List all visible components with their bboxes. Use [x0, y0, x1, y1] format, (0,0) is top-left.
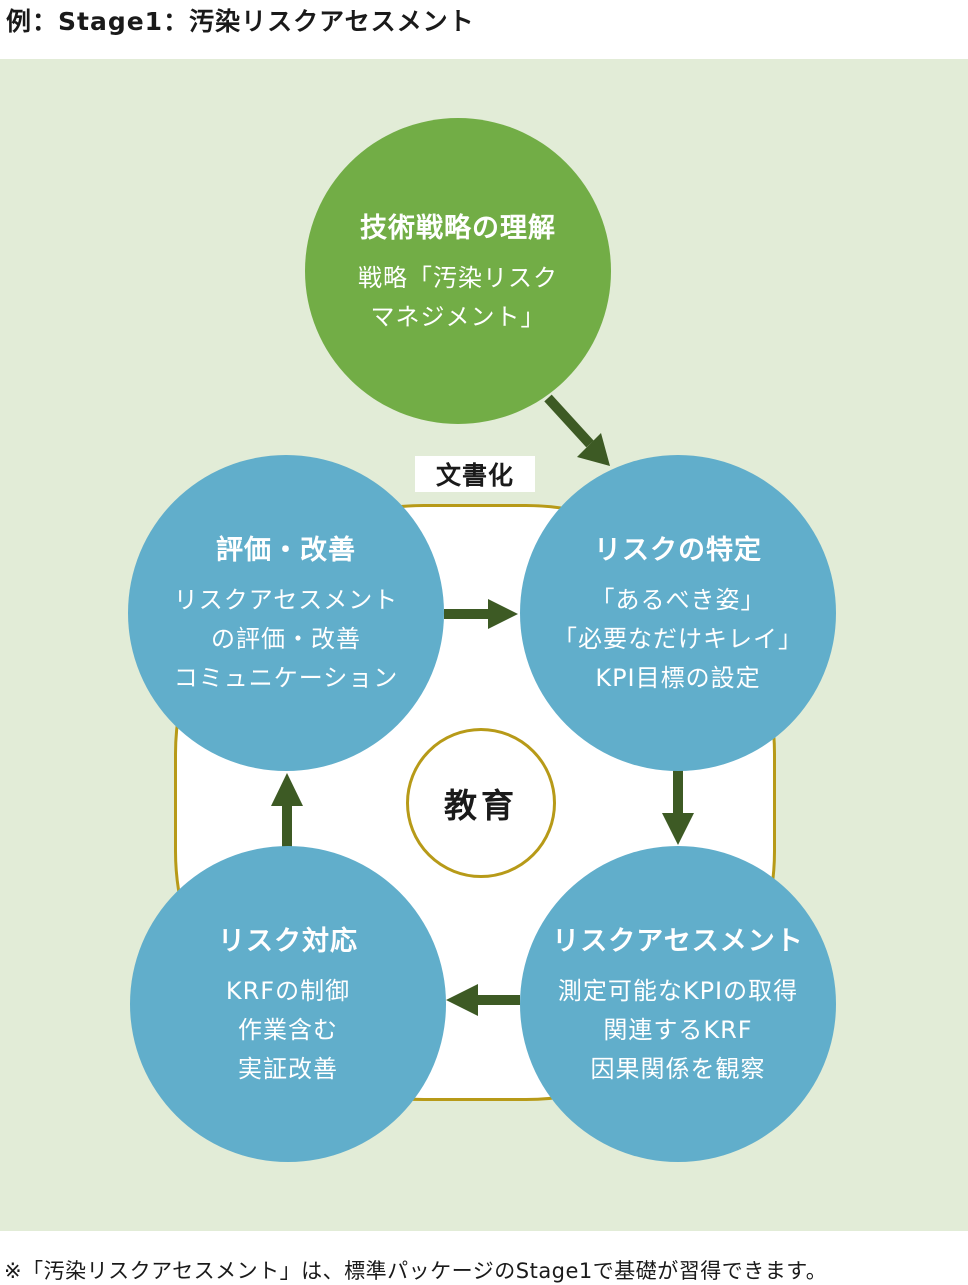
center-circle-education: 教育 — [406, 728, 556, 878]
center-label: 教育 — [444, 786, 518, 825]
arrow-evaluate-to-identify — [444, 599, 518, 629]
node-line: リスクアセスメント — [173, 586, 399, 614]
node-line: 「必要なだけキレイ」 — [553, 625, 803, 653]
node-title: 評価・改善 — [216, 535, 356, 566]
node-line: の評価・改善 — [211, 625, 361, 653]
node-line: 測定可能なKPIの取得 — [557, 977, 799, 1005]
node-tech-strategy: 技術戦略の理解 戦略「汚染リスク マネジメント」 — [305, 118, 611, 424]
arrow-strategy-to-identify — [544, 394, 610, 466]
node-evaluate-improve: 評価・改善 リスクアセスメント の評価・改善 コミュニケーション — [128, 455, 444, 771]
node-line: マネジメント」 — [370, 302, 546, 331]
node-line: 「あるべき姿」 — [590, 586, 766, 614]
arrow-identify-to-assess — [662, 770, 694, 845]
node-title: リスク対応 — [218, 926, 358, 957]
node-line: 作業含む — [238, 1016, 338, 1044]
node-risk-identify: リスクの特定 「あるべき姿」 「必要なだけキレイ」 KPI目標の設定 — [520, 455, 836, 771]
node-line: 実証改善 — [238, 1055, 338, 1083]
node-line: 戦略「汚染リスク — [358, 263, 558, 292]
arrow-respond-to-evaluate — [271, 773, 303, 848]
node-risk-assessment: リスクアセスメント 測定可能なKPIの取得 関連するKRF 因果関係を観察 — [520, 846, 836, 1162]
node-risk-response: リスク対応 KRFの制御 作業含む 実証改善 — [130, 846, 446, 1162]
footnote: ※「汚染リスクアセスメント」は、標準パッケージのStage1で基礎が習得できます… — [4, 1259, 828, 1283]
node-title: リスクの特定 — [594, 535, 762, 566]
page-title: 例：Stage1：汚染リスクアセスメント — [6, 7, 475, 36]
ring-label-documentation: 文書化 — [415, 456, 535, 492]
node-title: リスクアセスメント — [552, 926, 804, 957]
node-line: 関連するKRF — [603, 1016, 753, 1044]
node-title: 技術戦略の理解 — [360, 212, 556, 244]
node-line: KPI目標の設定 — [595, 664, 761, 692]
arrow-assess-to-respond — [446, 984, 520, 1016]
node-line: 因果関係を観察 — [590, 1055, 766, 1083]
node-line: KRFの制御 — [225, 977, 351, 1005]
node-line: コミュニケーション — [173, 664, 399, 692]
